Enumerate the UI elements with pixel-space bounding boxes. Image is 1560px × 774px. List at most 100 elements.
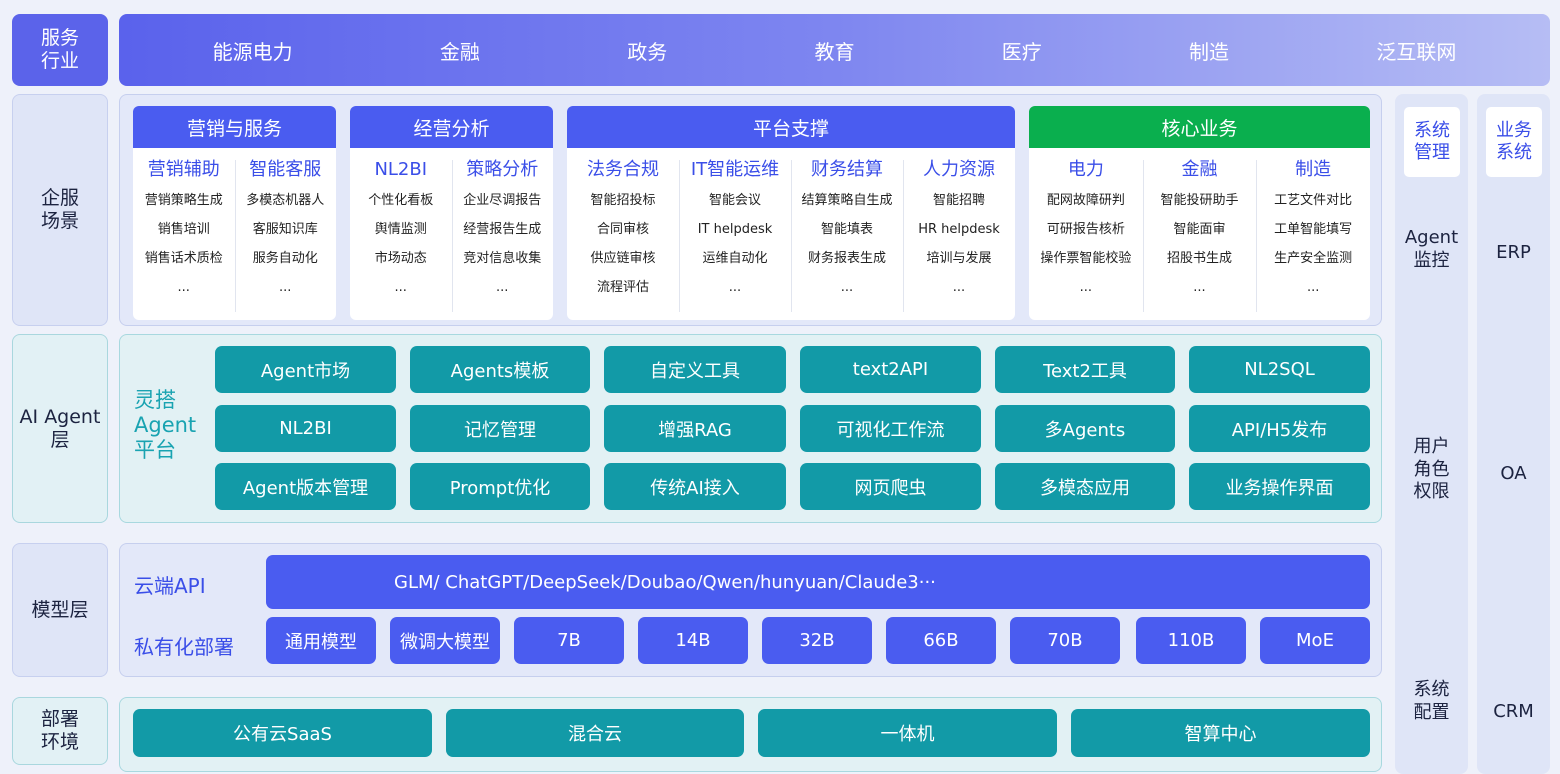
- cloud-api-label: 云端API: [134, 574, 206, 598]
- multimodal-app-button[interactable]: 多模态应用: [995, 463, 1175, 510]
- legacy-ai-button[interactable]: 传统AI接入: [604, 463, 786, 510]
- scenario-group-title: 经营分析: [350, 106, 553, 148]
- scenario-item: 智能会议: [708, 193, 761, 208]
- business-ui-button[interactable]: 业务操作界面: [1189, 463, 1370, 510]
- scenario-item: ...: [279, 280, 292, 295]
- scenario-column: 金融 智能投研助手 智能面审 招股书生成 ...: [1142, 154, 1257, 320]
- model-110b-button[interactable]: 110B: [1136, 617, 1246, 664]
- erp-item[interactable]: ERP: [1496, 242, 1531, 263]
- enhanced-rag-button[interactable]: 增强RAG: [604, 405, 786, 452]
- scenario-column-title: 电力: [1067, 159, 1104, 180]
- scenario-item: 智能投研助手: [1160, 193, 1239, 208]
- scenario-item: IT helpdesk: [697, 222, 773, 237]
- scenario-column-title: 制造: [1295, 159, 1332, 180]
- scenario-group-marketing: 营销与服务 营销辅助 营销策略生成 销售培训 销售话术质检 ... 智能客服 多…: [133, 106, 336, 320]
- scenario-item: 营销策略生成: [144, 193, 223, 208]
- row-label-scenario: 企服 场景: [12, 94, 108, 326]
- scenario-item: 结算策略自生成: [801, 193, 893, 208]
- api-h5-publish-button[interactable]: API/H5发布: [1189, 405, 1370, 452]
- industry-item: 政务: [627, 39, 668, 64]
- nl2sql-button[interactable]: NL2SQL: [1189, 346, 1370, 393]
- scenario-item: 可研报告核析: [1046, 222, 1125, 237]
- scenario-column-title: 金融: [1181, 159, 1218, 180]
- model-32b-button[interactable]: 32B: [762, 617, 872, 664]
- scenario-column-title: 营销辅助: [147, 159, 220, 180]
- scenario-item: ...: [1306, 280, 1320, 295]
- agent-version-button[interactable]: Agent版本管理: [215, 463, 396, 510]
- scenario-column: 制造 工艺文件对比 工单智能填写 生产安全监测 ...: [1256, 154, 1370, 320]
- scenario-item: 舆情监测: [374, 222, 427, 237]
- business-sys-title: 业务 系统: [1486, 107, 1542, 177]
- agent-monitor-item[interactable]: Agent 监控: [1404, 227, 1459, 271]
- scenario-column: NL2BI 个性化看板 舆情监测 市场动态 ...: [350, 154, 452, 320]
- scenario-item: ...: [177, 280, 190, 295]
- scenario-item: 多模态机器人: [246, 193, 325, 208]
- scenario-item: 培训与发展: [926, 251, 992, 266]
- text2api-button[interactable]: text2API: [800, 346, 981, 393]
- prompt-optimize-button[interactable]: Prompt优化: [410, 463, 590, 510]
- scenario-column-title: NL2BI: [374, 159, 428, 180]
- scenario-item: 智能填表: [820, 222, 873, 237]
- industry-item: 教育: [814, 39, 855, 64]
- model-moe-button[interactable]: MoE: [1260, 617, 1370, 664]
- industry-item: 制造: [1189, 39, 1230, 64]
- custom-tool-button[interactable]: 自定义工具: [604, 346, 786, 393]
- scenario-item: 竞对信息收集: [463, 251, 542, 266]
- deploy-appliance-button[interactable]: 一体机: [758, 709, 1057, 757]
- web-crawler-button[interactable]: 网页爬虫: [800, 463, 981, 510]
- scenario-group-platform: 平台支撑 法务合规 智能招投标 合同审核 供应链审核 流程评估 IT智能运维 智…: [567, 106, 1015, 320]
- model-finetune-button[interactable]: 微调大模型: [390, 617, 500, 664]
- scenario-group-core: 核心业务 电力 配网故障研判 可研报告核析 操作票智能校验 ... 金融 智能投…: [1029, 106, 1370, 320]
- row-label-model: 模型层: [12, 543, 108, 677]
- deploy-compute-center-button[interactable]: 智算中心: [1071, 709, 1370, 757]
- scenario-column-title: 人力资源: [923, 159, 995, 180]
- scenario-item: ...: [952, 280, 966, 295]
- model-66b-button[interactable]: 66B: [886, 617, 996, 664]
- scenario-item: 客服知识库: [252, 222, 318, 237]
- agent-platform-label: 灵搭 Agent 平台: [134, 388, 197, 463]
- scenario-item: 个性化看板: [368, 193, 434, 208]
- industries-bar: 能源电力 金融 政务 教育 医疗 制造 泛互联网: [119, 14, 1550, 86]
- agent-market-button[interactable]: Agent市场: [215, 346, 396, 393]
- oa-item[interactable]: OA: [1500, 463, 1527, 484]
- cloud-models-bar: GLM/ ChatGPT/DeepSeek/Doubao/Qwen/hunyua…: [266, 555, 1370, 609]
- industry-item: 金融: [439, 39, 480, 64]
- system-mgmt-column: [1395, 94, 1468, 774]
- visual-workflow-button[interactable]: 可视化工作流: [800, 405, 981, 452]
- memory-management-button[interactable]: 记忆管理: [410, 405, 590, 452]
- model-7b-button[interactable]: 7B: [514, 617, 624, 664]
- row-label-industry: 服务 行业: [12, 14, 108, 86]
- industry-item: 泛互联网: [1376, 39, 1457, 64]
- model-70b-button[interactable]: 70B: [1010, 617, 1120, 664]
- scenario-item: 销售培训: [157, 222, 210, 237]
- nl2bi-button[interactable]: NL2BI: [215, 405, 396, 452]
- scenario-item: ...: [496, 280, 509, 295]
- scenario-group-analysis: 经营分析 NL2BI 个性化看板 舆情监测 市场动态 ... 策略分析 企业尽调…: [350, 106, 553, 320]
- scenario-item: 智能招聘: [932, 193, 985, 208]
- model-general-button[interactable]: 通用模型: [266, 617, 376, 664]
- scenario-item: 合同审核: [596, 222, 649, 237]
- deploy-public-saas-button[interactable]: 公有云SaaS: [133, 709, 432, 757]
- scenario-item: 服务自动化: [252, 251, 318, 266]
- scenario-item: 市场动态: [374, 251, 427, 266]
- scenario-item: ...: [728, 280, 742, 295]
- agents-template-button[interactable]: Agents模板: [410, 346, 590, 393]
- user-role-permission-item[interactable]: 用户 角色 权限: [1413, 436, 1450, 502]
- multi-agents-button[interactable]: 多Agents: [995, 405, 1175, 452]
- scenario-group-title: 核心业务: [1029, 106, 1370, 148]
- scenario-column-title: 财务结算: [811, 159, 883, 180]
- scenario-column-title: 智能客服: [249, 159, 322, 180]
- row-label-agent: AI Agent 层: [12, 334, 108, 523]
- scenario-item: 经营报告生成: [463, 222, 542, 237]
- scenario-column: 智能客服 多模态机器人 客服知识库 服务自动化 ...: [234, 154, 337, 320]
- scenario-item: 招股书生成: [1167, 251, 1233, 266]
- scenario-item: 企业尽调报告: [463, 193, 542, 208]
- scenario-item: 运维自动化: [702, 251, 768, 266]
- scenario-group-title: 平台支撑: [567, 106, 1015, 148]
- text2tool-button[interactable]: Text2工具: [995, 346, 1175, 393]
- model-14b-button[interactable]: 14B: [638, 617, 748, 664]
- crm-item[interactable]: CRM: [1493, 701, 1534, 722]
- deploy-hybrid-cloud-button[interactable]: 混合云: [446, 709, 744, 757]
- system-config-item[interactable]: 系统 配置: [1413, 679, 1450, 723]
- scenario-item: HR helpdesk: [918, 222, 1000, 237]
